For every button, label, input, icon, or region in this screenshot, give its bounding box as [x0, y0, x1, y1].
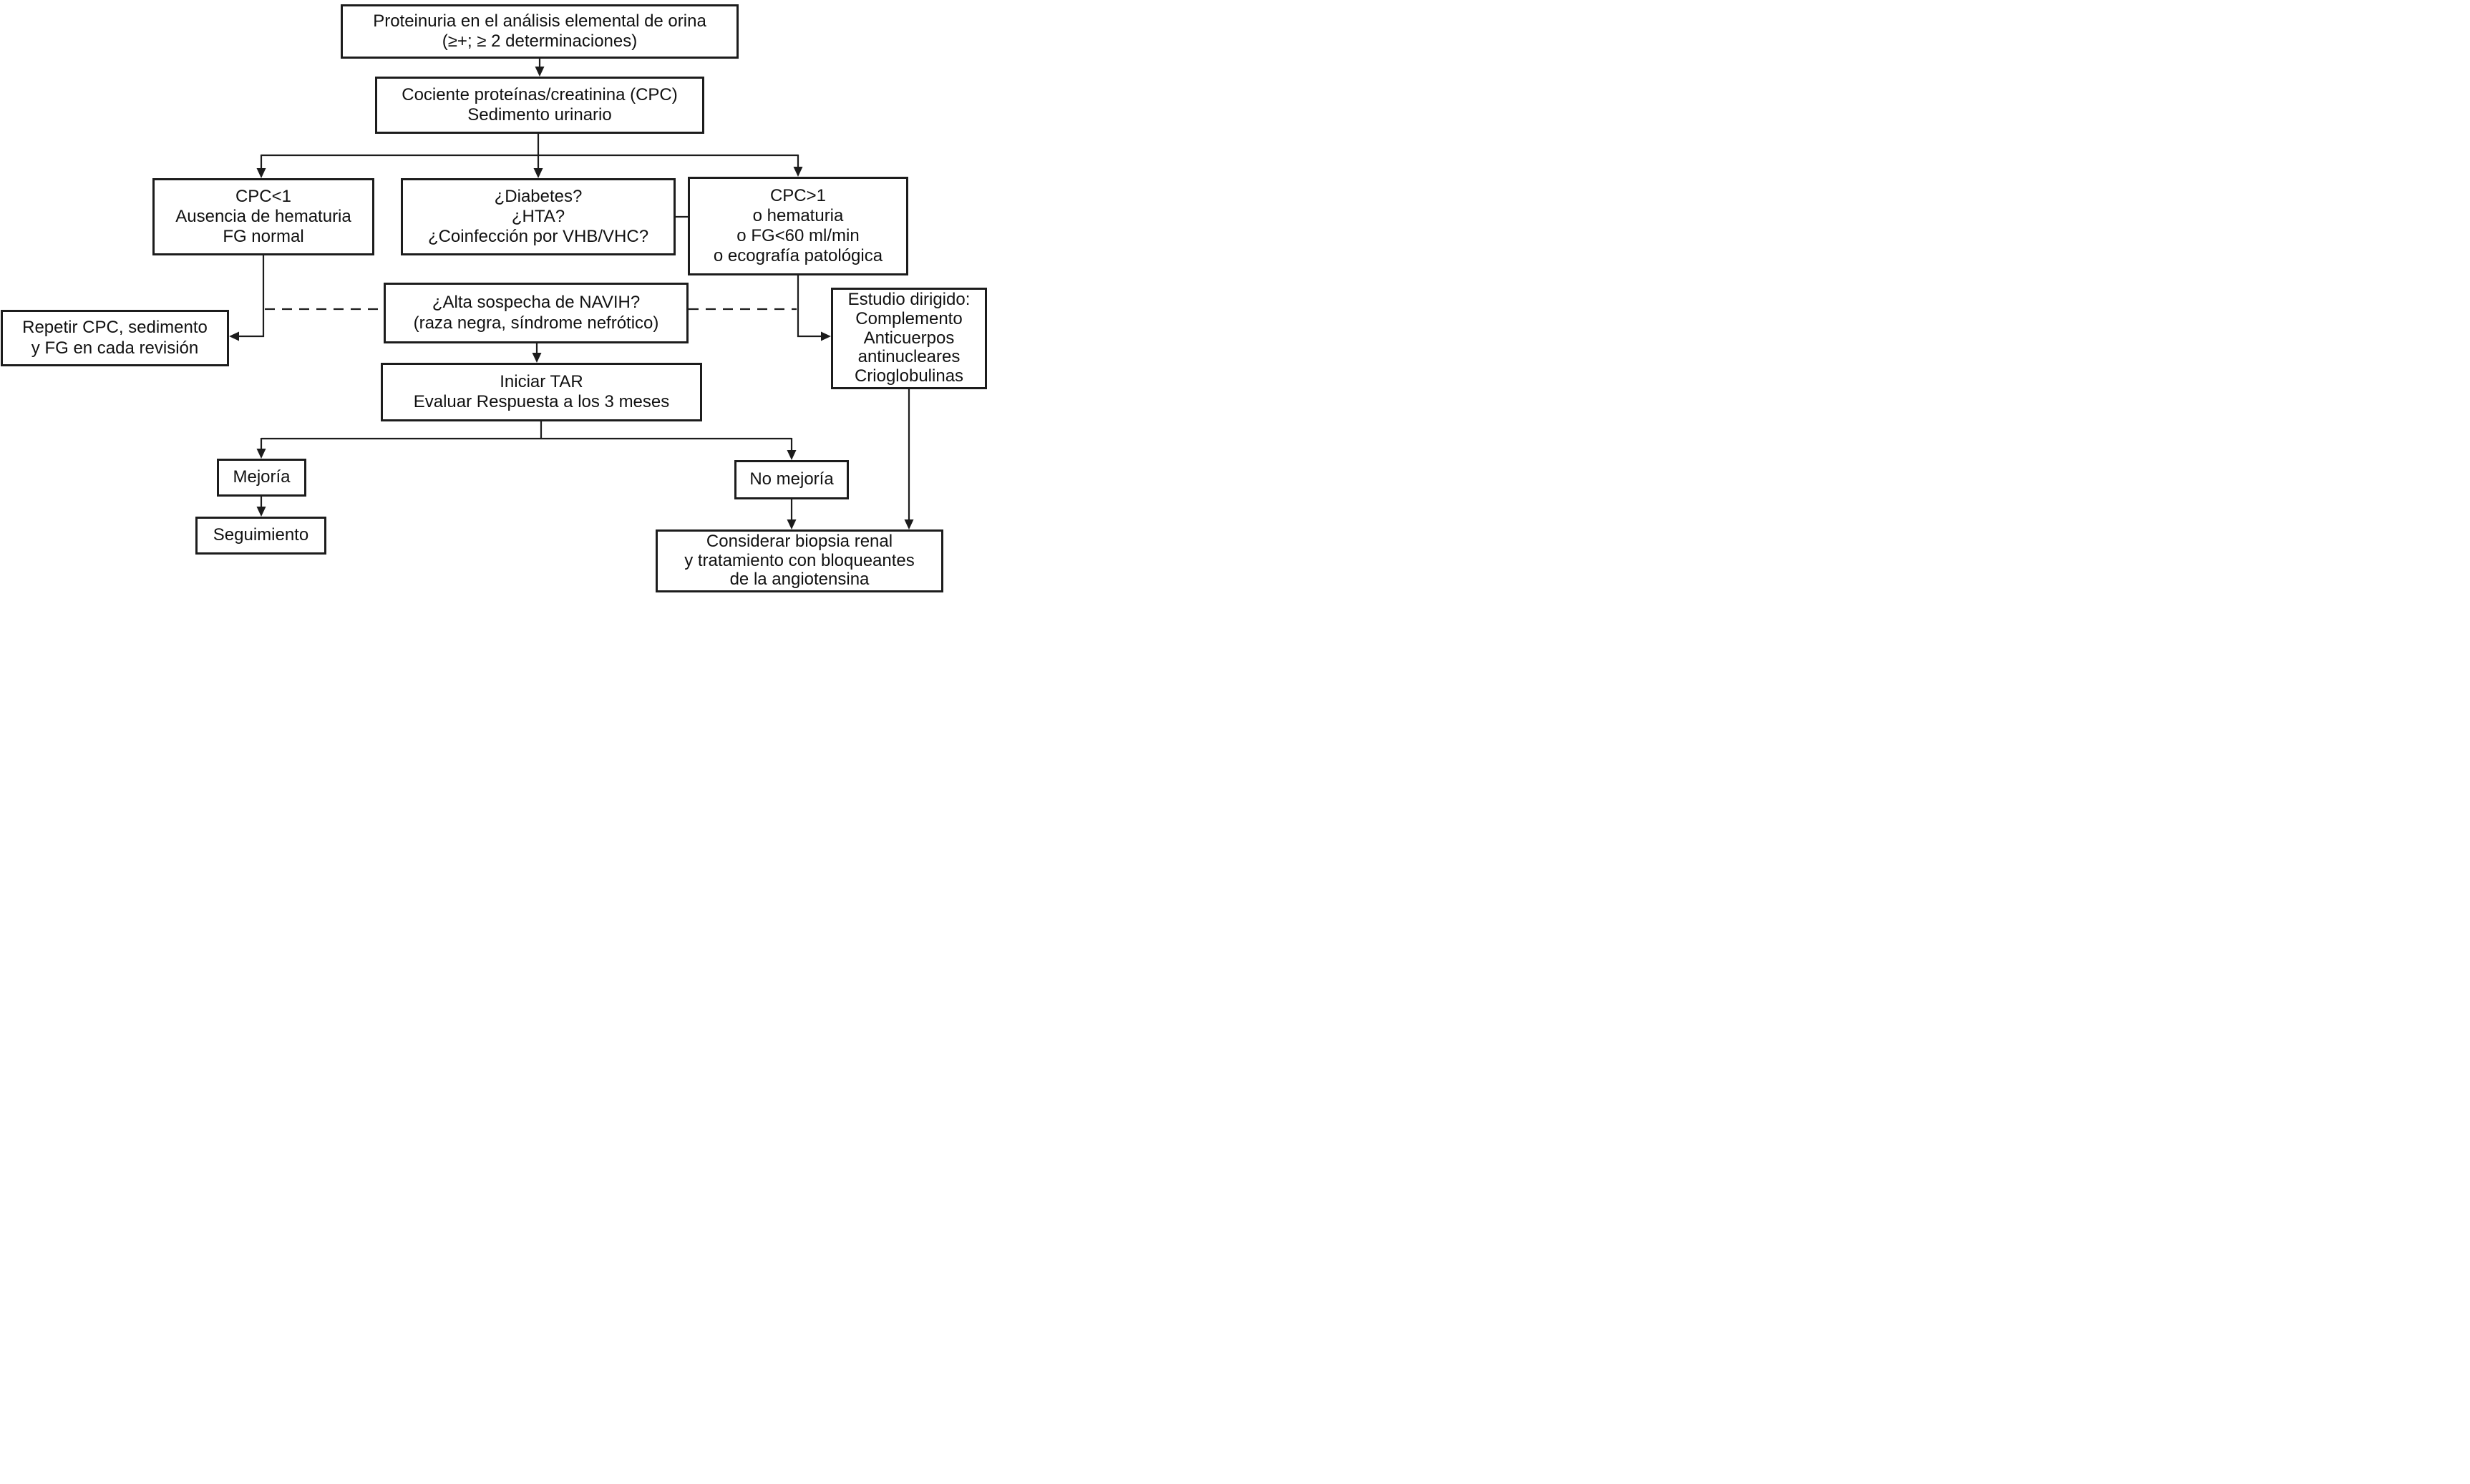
node-line: de la angiotensina	[729, 570, 870, 590]
node-mejoria: Mejoría	[217, 459, 306, 497]
node-line: ¿Diabetes?	[494, 186, 583, 206]
node-line: Repetir CPC, sedimento	[22, 318, 208, 338]
node-line: Iniciar TAR	[500, 371, 583, 391]
arrowhead-down-biopsia-right	[904, 519, 914, 529]
node-line: Estudio dirigido:	[847, 289, 971, 309]
node-line: CPC>1	[769, 185, 827, 205]
arrowhead-down-diabetes	[533, 168, 543, 178]
node-diabetes: ¿Diabetes? ¿HTA? ¿Coinfección por VHB/VH…	[401, 178, 676, 255]
node-line: (raza negra, síndrome nefrótico)	[413, 313, 659, 333]
node-line: ¿Alta sospecha de NAVIH?	[432, 293, 641, 313]
node-line: Ausencia de hematuria	[175, 206, 351, 226]
node-line: y tratamiento con bloqueantes	[684, 550, 915, 570]
node-line: No mejoría	[749, 469, 834, 489]
node-line: Evaluar Respuesta a los 3 meses	[413, 392, 670, 411]
node-line: o hematuria	[752, 205, 844, 225]
node-line: o FG<60 ml/min	[736, 226, 860, 245]
node-line: CPC<1	[235, 186, 292, 206]
node-line: Mejoría	[233, 467, 291, 487]
node-cociente: Cociente proteínas/creatinina (CPC) Sedi…	[375, 77, 704, 134]
arrowhead-left-repetir	[229, 331, 239, 341]
arrowhead-down-cpc-mayor	[793, 167, 803, 177]
node-biopsia: Considerar biopsia renal y tratamiento c…	[656, 529, 943, 592]
node-line: o ecografía patológica	[713, 246, 883, 266]
node-line: ¿Coinfección por VHB/VHC?	[427, 227, 649, 247]
edge-cpc-menor-repetir	[239, 255, 265, 338]
node-navih: ¿Alta sospecha de NAVIH? (raza negra, sí…	[384, 283, 689, 343]
node-line: Anticuerpos	[863, 328, 955, 348]
node-line: Considerar biopsia renal	[706, 531, 893, 551]
flowchart-canvas: Proteinuria en el análisis elemental de …	[0, 0, 988, 594]
arrowhead-down-mejoria	[256, 449, 266, 459]
arrowhead-down-biopsia-left	[787, 519, 797, 529]
arrowhead-right-estudio	[821, 331, 831, 341]
node-line: Complemento	[855, 308, 963, 328]
arrowhead-down-cpc-menor	[256, 168, 266, 178]
node-line: Seguimiento	[213, 525, 309, 545]
arrowhead-down-iniciar	[532, 353, 542, 363]
node-line: Cociente proteínas/creatinina (CPC)	[402, 84, 678, 104]
connector-layer	[229, 59, 914, 529]
node-cpc-menor: CPC<1 Ausencia de hematuria FG normal	[152, 178, 374, 255]
node-repetir: Repetir CPC, sedimento y FG en cada revi…	[1, 310, 229, 366]
node-line: y FG en cada revisión	[31, 338, 199, 358]
edge-cpc-mayor-estudio	[797, 275, 821, 338]
node-line: FG normal	[223, 227, 304, 247]
arrowhead-down-seguimiento	[256, 507, 266, 517]
node-seguimiento: Seguimiento	[195, 517, 326, 555]
node-line: Crioglobulinas	[854, 366, 964, 386]
node-line: Sedimento urinario	[467, 105, 612, 125]
node-line: antinucleares	[857, 347, 961, 367]
node-iniciar-tar: Iniciar TAR Evaluar Respuesta a los 3 me…	[381, 363, 702, 421]
node-line: ¿HTA?	[511, 206, 565, 226]
node-line: Proteinuria en el análisis elemental de …	[373, 11, 706, 31]
node-no-mejoria: No mejoría	[734, 460, 849, 499]
node-proteinuria: Proteinuria en el análisis elemental de …	[341, 4, 739, 59]
node-line: (≥+; ≥ 2 determinaciones)	[442, 31, 638, 51]
arrowhead-down-cociente	[535, 67, 545, 77]
node-estudio: Estudio dirigido: Complemento Anticuerpo…	[831, 288, 987, 389]
node-cpc-mayor: CPC>1 o hematuria o FG<60 ml/min o ecogr…	[688, 177, 908, 275]
arrowhead-down-no-mejoria	[787, 450, 797, 460]
